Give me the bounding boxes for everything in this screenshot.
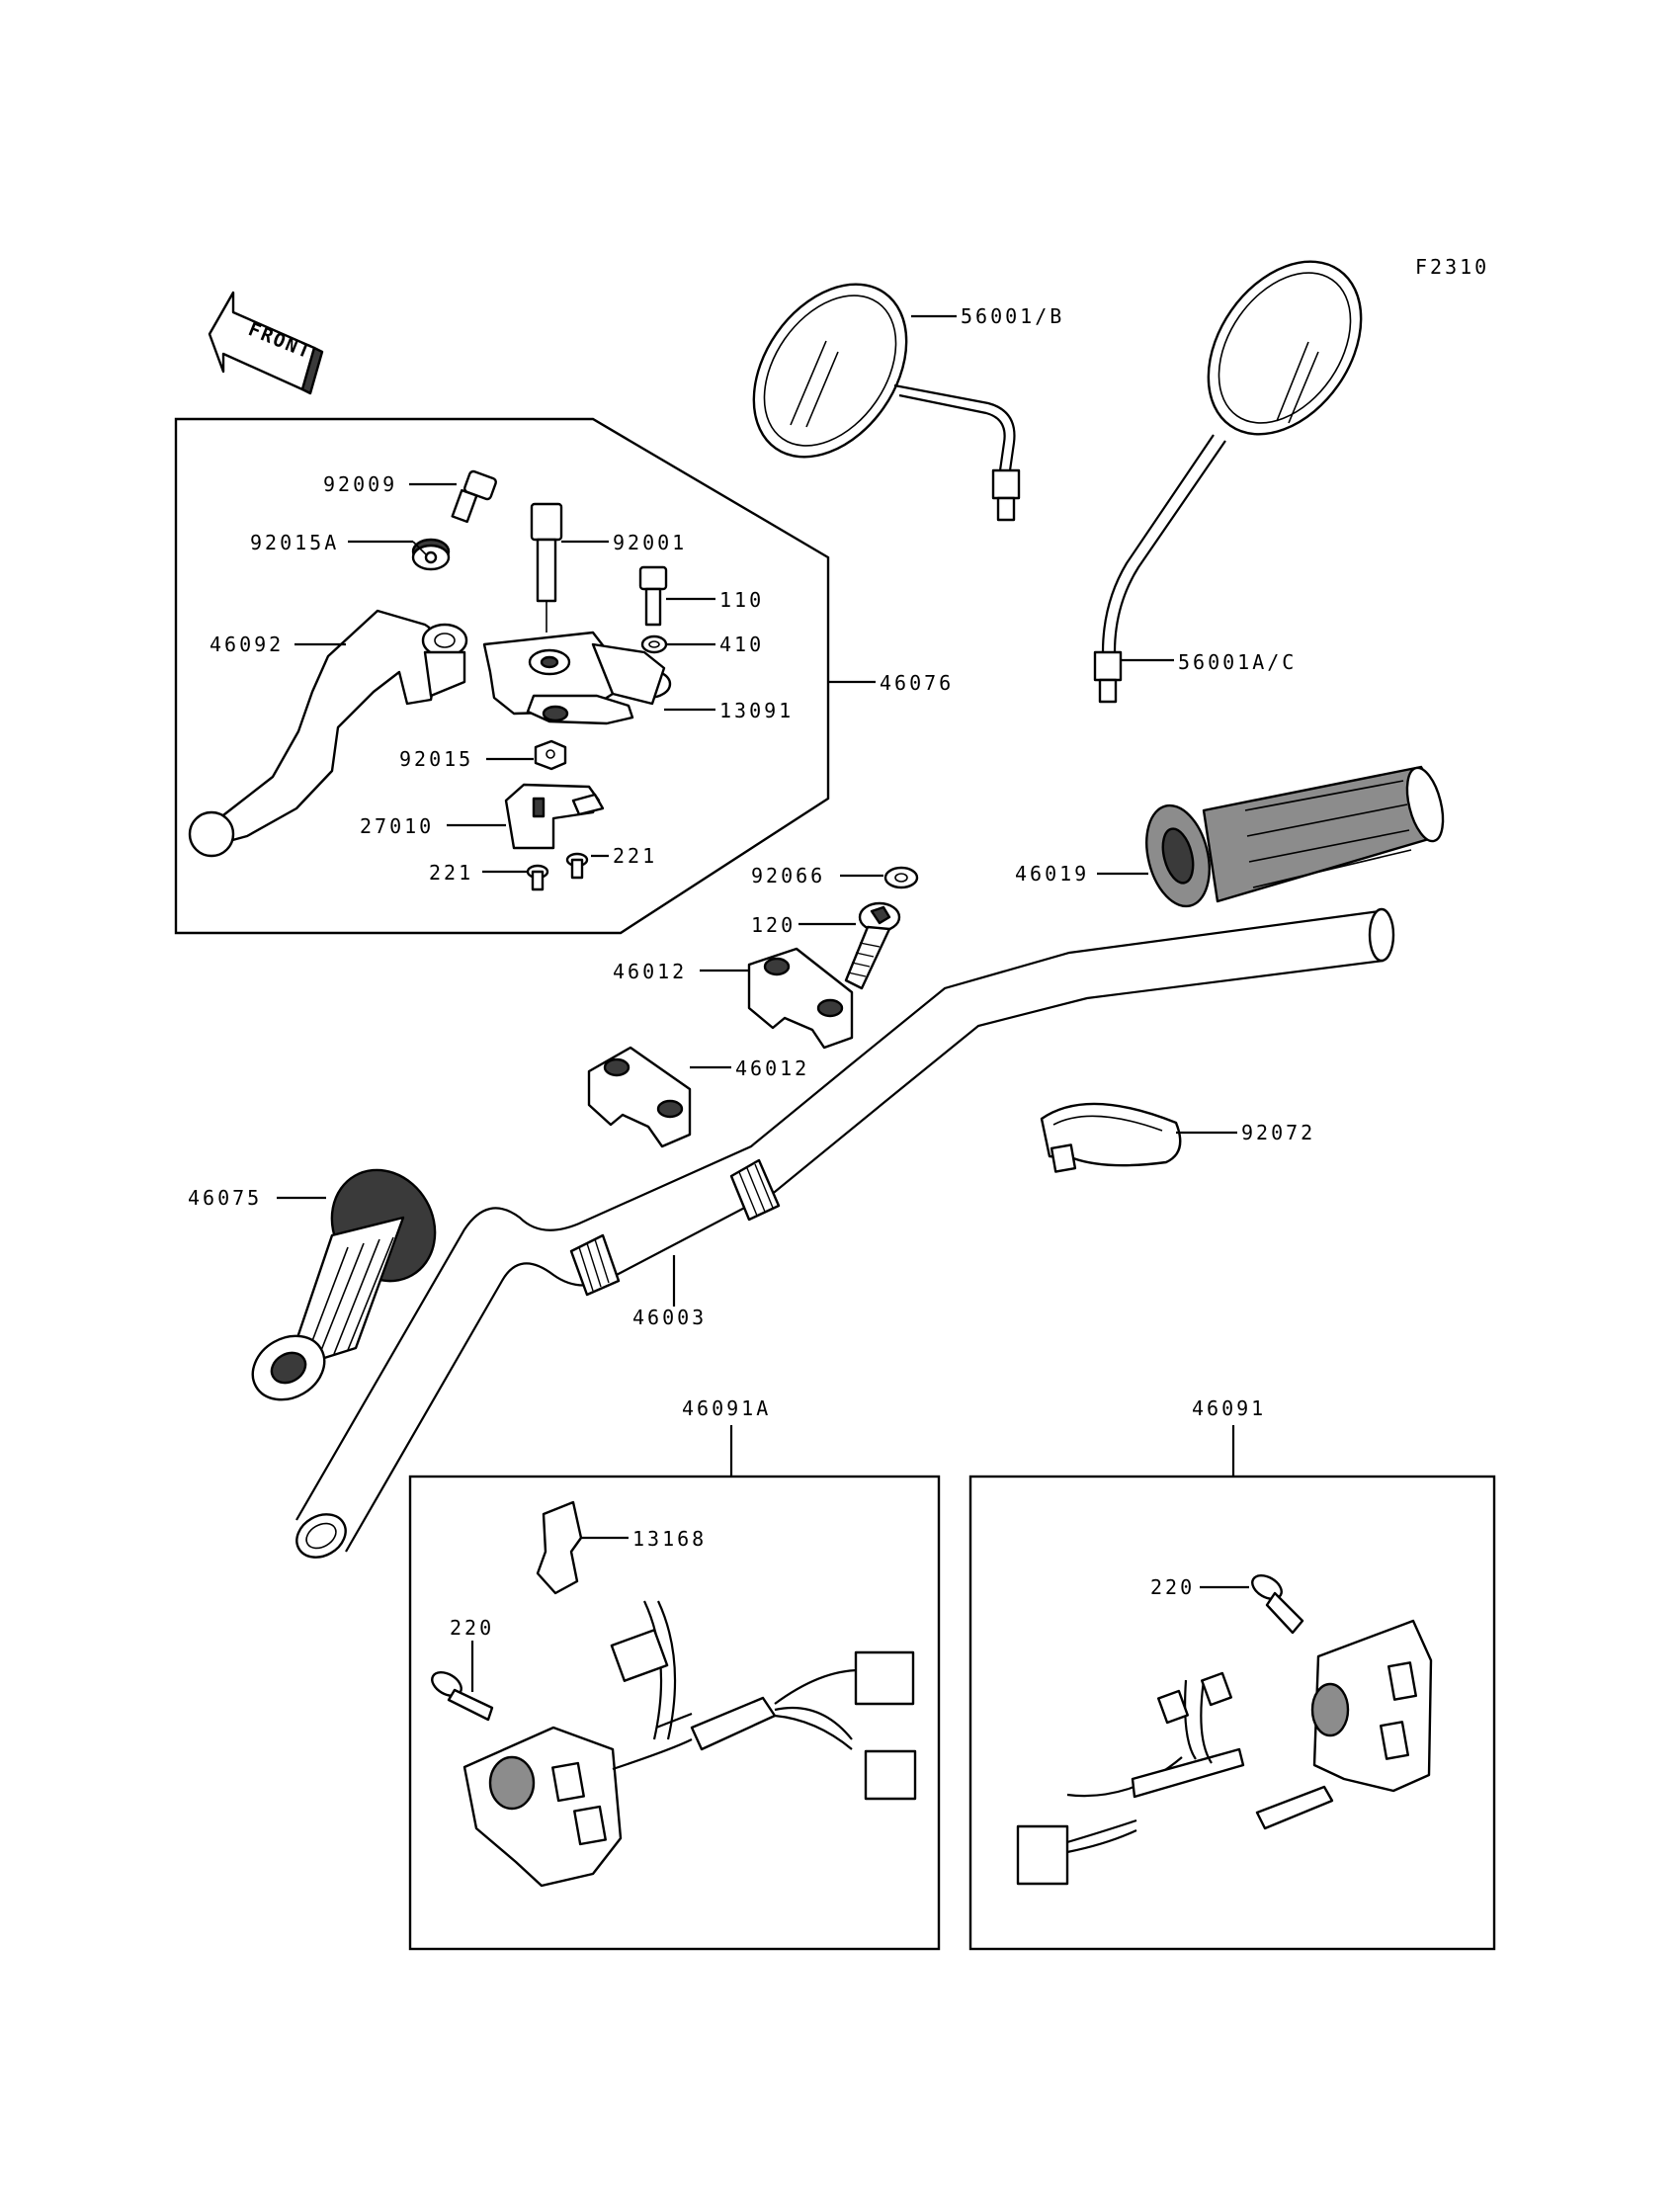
bolt-110 [638,565,668,627]
label-410: 410 [719,633,764,656]
washer-410 [640,634,668,654]
switch-27010 [504,783,605,850]
grip-46075 [251,1168,437,1401]
right-switch-housing [1016,1619,1433,1886]
label-220-a: 220 [450,1616,494,1640]
mirror-right [1093,260,1363,704]
label-92072: 92072 [1241,1121,1315,1144]
label-56001b: 56001/B [961,304,1064,328]
lever-assembly-box [174,417,830,935]
handlebar-46003 [295,907,1395,1559]
label-221-a: 221 [429,861,473,885]
band-92072 [1040,1102,1182,1173]
label-13168: 13168 [632,1527,707,1551]
label-27010: 27010 [360,814,434,838]
washer-92066 [883,866,919,889]
grip-46019 [1145,765,1445,908]
label-120: 120 [751,913,796,937]
nut-92015 [534,739,567,771]
clamp-46012-upper [747,947,854,1050]
screw-220-right [1251,1574,1304,1635]
mirror-left [752,283,1021,522]
screw-221-left [526,864,549,891]
bolt-120 [844,901,901,990]
lever-46092 [188,609,468,858]
nut-92015a [411,538,451,571]
label-92009: 92009 [323,472,397,496]
label-221-b: 221 [613,844,657,868]
label-92001: 92001 [613,531,687,554]
screw-220-left [431,1671,494,1722]
label-46003: 46003 [632,1306,707,1329]
label-46092: 46092 [210,633,284,656]
label-46075: 46075 [188,1186,262,1210]
figure-code: F2310 [1415,255,1489,279]
bolt-92001 [530,502,563,633]
label-110: 110 [719,588,764,612]
front-arrow-icon: FRONT [208,291,324,395]
clip-13168 [536,1500,583,1595]
label-13091: 13091 [719,699,794,722]
switch-box-46091 [968,1475,1496,1951]
label-46091: 46091 [1192,1396,1266,1420]
clamp-46012-lower [587,1046,692,1148]
label-46012-a: 46012 [613,960,687,983]
bracket-13091 [482,631,672,725]
label-46019: 46019 [1015,862,1089,886]
label-220-b: 220 [1150,1575,1195,1599]
left-switch-housing [462,1600,917,1888]
label-56001ac: 56001A/C [1178,650,1297,674]
screw-221-right [565,852,589,880]
label-46012-b: 46012 [735,1056,809,1080]
switch-box-46091a [408,1475,941,1951]
label-92015a: 92015A [250,531,339,554]
bolt-92009 [451,469,497,524]
label-92066: 92066 [751,864,825,887]
label-92015: 92015 [399,747,473,771]
label-46076: 46076 [880,671,954,695]
label-46091a: 46091A [682,1396,771,1420]
